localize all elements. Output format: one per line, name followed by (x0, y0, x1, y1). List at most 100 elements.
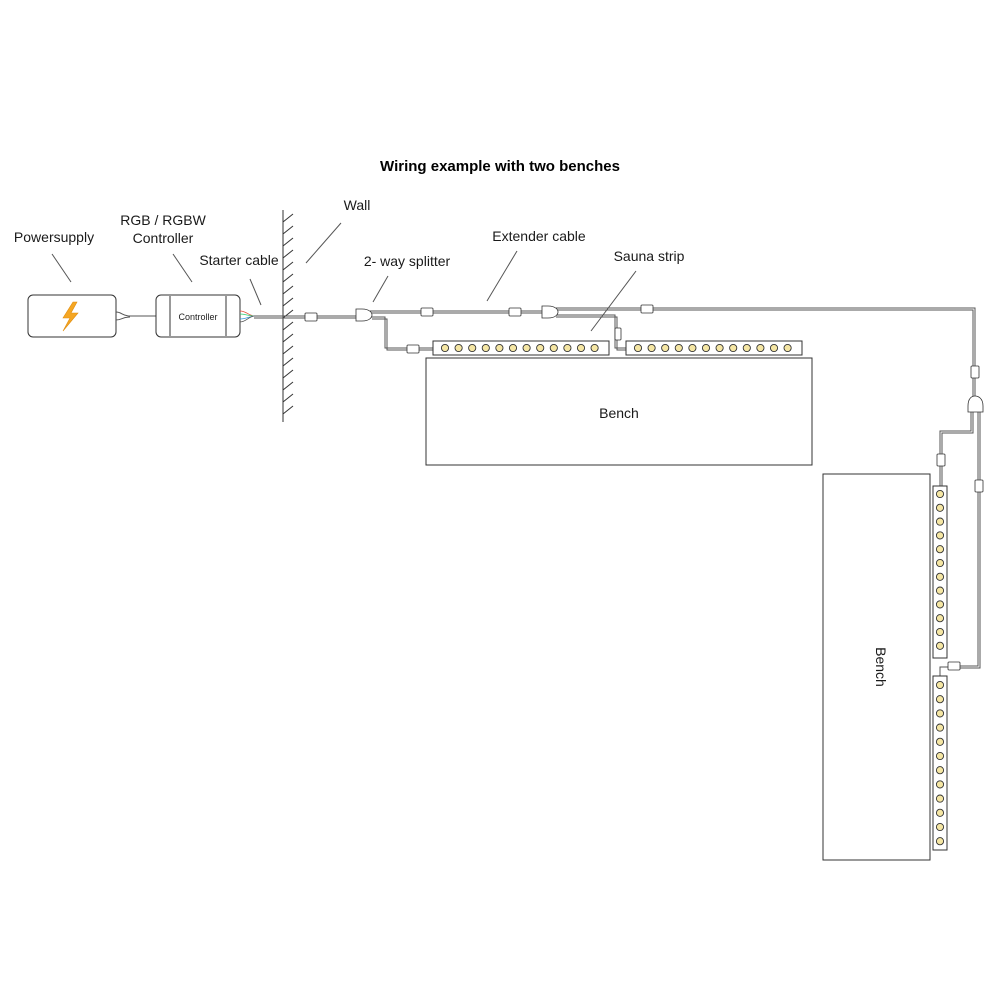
sauna-strip-4 (932, 675, 948, 851)
lightning-bolt-icon (62, 301, 79, 332)
led (935, 572, 945, 581)
led (576, 343, 586, 353)
splitter-1 (355, 308, 373, 322)
led (536, 343, 545, 353)
wall-hatch-line (282, 333, 294, 343)
controller: Controller (155, 294, 241, 338)
label-extender-cable: Extender cable (492, 228, 586, 244)
sauna-strip-1 (432, 340, 610, 356)
connectors (304, 304, 984, 671)
led (701, 343, 711, 353)
led (563, 343, 572, 353)
wall-hatch-line (282, 237, 294, 247)
led (935, 751, 945, 761)
wall-hatch-line (282, 345, 294, 355)
connector-extender-b (508, 307, 522, 317)
led (633, 343, 643, 353)
led (935, 780, 945, 789)
led (508, 343, 518, 353)
label-splitter: 2- way splitter (364, 253, 451, 269)
led (935, 837, 945, 846)
led (935, 600, 945, 609)
led (935, 723, 945, 732)
connector-strip3 (936, 453, 946, 467)
wall-hatch-line (282, 369, 294, 379)
leader-powersupply (51, 253, 72, 283)
led (935, 680, 945, 690)
label-controller-line1: RGB / RGBW (120, 212, 206, 228)
wall-hatch-line (282, 213, 294, 223)
cable-power-to-controller (115, 311, 156, 317)
splitter-3 (967, 395, 984, 413)
wall-hatch-line (282, 321, 294, 331)
wall-hatch-line (282, 285, 294, 295)
wall-hatch-line (282, 405, 294, 415)
connector-strip4 (947, 661, 961, 671)
label-sauna-strip: Sauna strip (614, 248, 685, 264)
sauna-strip-2 (625, 340, 803, 356)
led (935, 808, 945, 817)
led (549, 343, 558, 353)
led (935, 614, 945, 623)
led (935, 503, 945, 512)
led (454, 343, 463, 353)
led (935, 558, 945, 568)
leader-sauna-strip (590, 270, 637, 332)
led (935, 489, 945, 499)
label-controller-line2: Controller (133, 230, 194, 246)
connector-right-mid (974, 479, 984, 493)
led (756, 343, 765, 353)
connector-wall (304, 312, 318, 322)
label-powersupply: Powersupply (14, 229, 94, 245)
led (674, 343, 683, 353)
led (647, 343, 656, 353)
led (935, 586, 945, 595)
wall-hatch-line (282, 357, 294, 367)
bench-horizontal: Bench (425, 357, 813, 466)
led (522, 343, 531, 353)
wall-hatch-line (282, 261, 294, 271)
led (440, 343, 450, 353)
led (769, 343, 779, 353)
led (468, 343, 477, 353)
led (935, 794, 945, 803)
led (590, 343, 599, 353)
connector-long-run (640, 304, 654, 314)
led (742, 343, 751, 353)
led (661, 343, 670, 353)
led (783, 343, 792, 353)
wall-hatch-line (282, 381, 294, 391)
leader-splitter (372, 275, 389, 303)
wall-hatch-line (282, 393, 294, 403)
led (935, 766, 945, 775)
connector-right-top (970, 365, 980, 379)
led (935, 709, 945, 718)
wall-hatch-line (282, 297, 294, 307)
led (935, 627, 945, 637)
led (935, 695, 945, 704)
led (481, 343, 490, 353)
leader-starter-cable (249, 278, 262, 306)
led (935, 545, 945, 554)
led (935, 822, 945, 832)
leader-extender-cable (486, 250, 518, 302)
led (935, 641, 945, 650)
wall-hatch-line (282, 273, 294, 283)
connector-extender-a (420, 307, 434, 317)
wall-hatch-line (282, 249, 294, 259)
splitter-2 (541, 305, 559, 319)
bench-vertical-label: Bench (873, 647, 889, 687)
diagram-title: Wiring example with two benches (380, 158, 620, 175)
power-supply (27, 294, 117, 338)
led (688, 343, 697, 353)
connector-strip1 (406, 344, 420, 354)
bench-horizontal-label: Bench (599, 405, 639, 421)
connector-strip2 (614, 327, 622, 341)
wall-hatch-line (282, 225, 294, 235)
sauna-strip-3 (932, 485, 948, 659)
leader-controller (172, 253, 193, 283)
leader-wall (305, 222, 342, 264)
bench-vertical: Bench (822, 473, 931, 861)
wall-hatch-line (282, 309, 294, 319)
